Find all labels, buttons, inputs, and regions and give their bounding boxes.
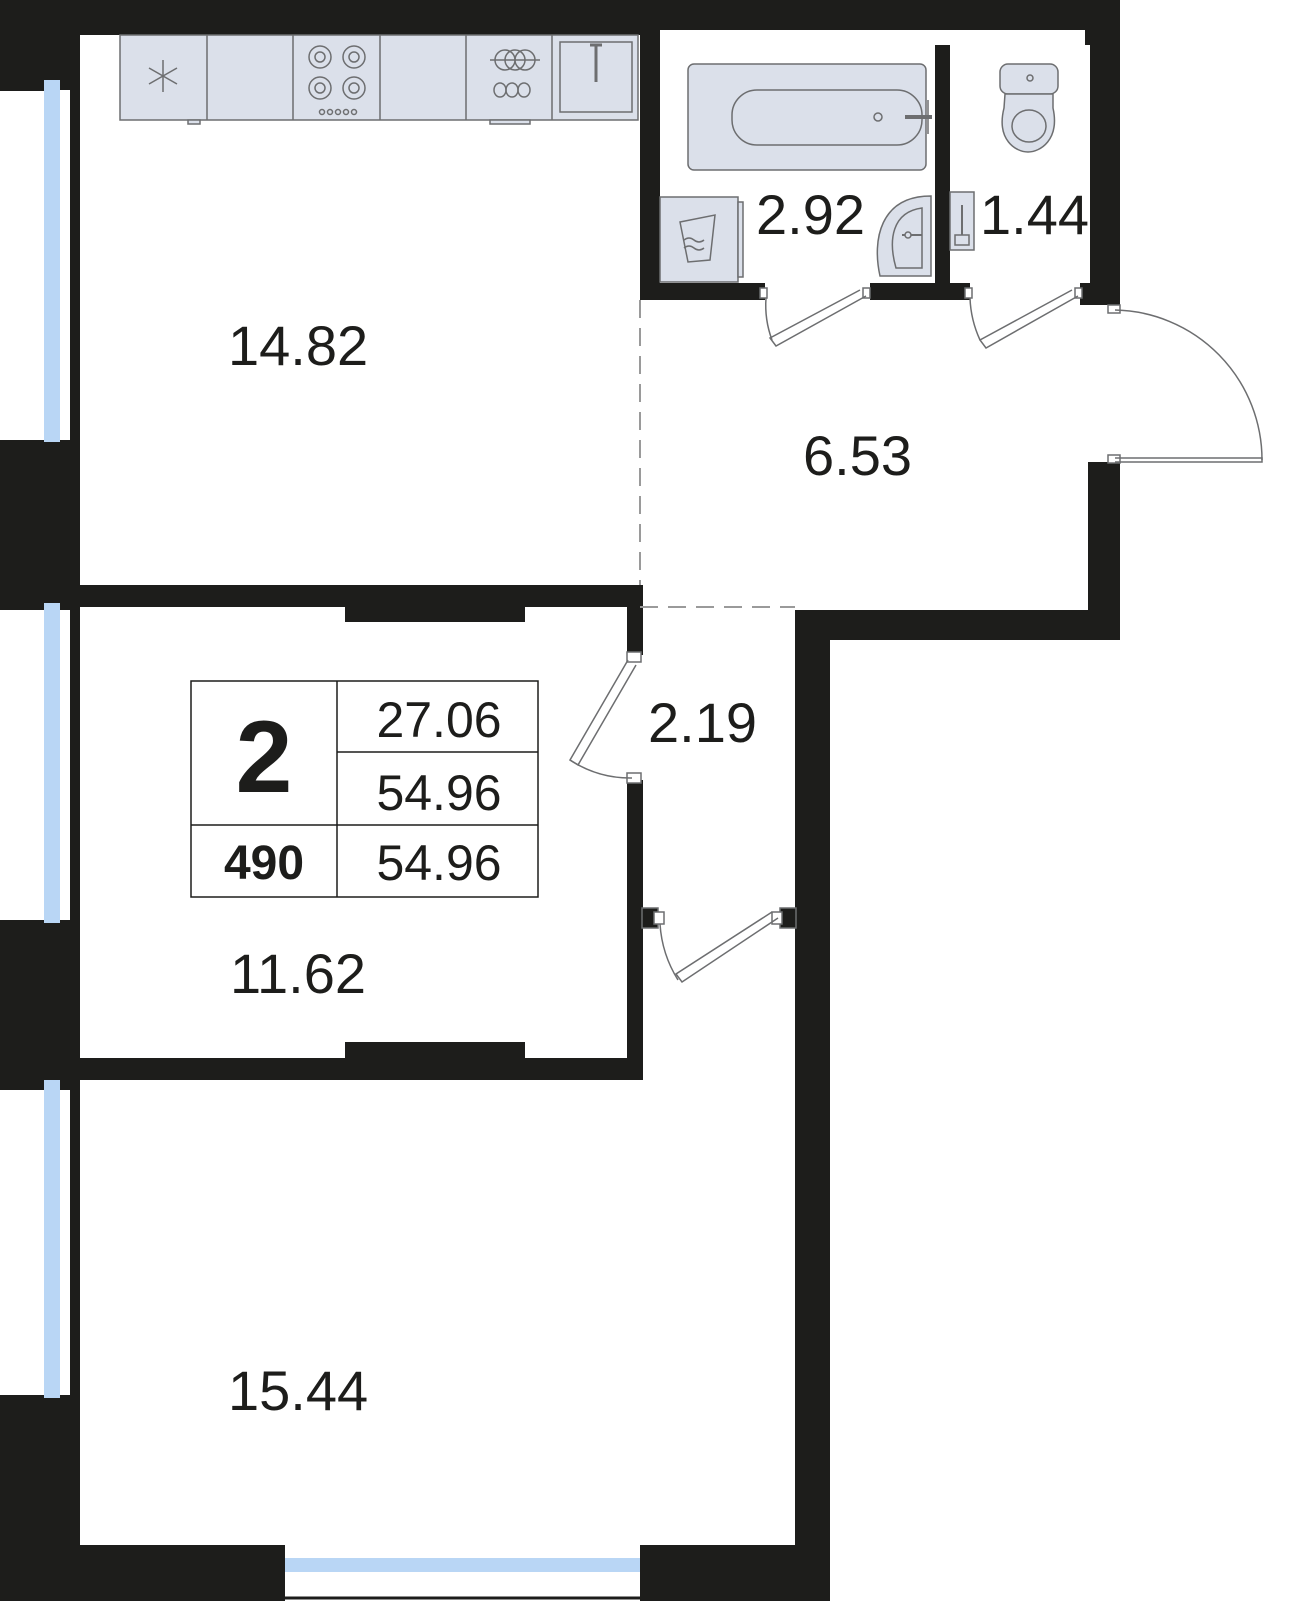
bedroom-area-label: 11.62 [230,942,366,1005]
windows [0,80,640,1601]
room-count: 2 [236,700,293,814]
card-value-3: 54.96 [376,835,501,891]
washing-machine-icon [659,196,744,283]
toilet-area-label: 1.44 [980,183,1089,246]
card-value-1: 27.06 [376,692,501,748]
room-labels: 14.82 2.92 1.44 6.53 2.19 11.62 15.44 [228,183,1089,1422]
doors [568,287,1263,984]
apartment-info-card: 2 490 27.06 54.96 54.96 [190,680,539,898]
kitchen-counter [119,34,639,125]
dishwasher-icon [490,49,540,98]
snowflake-icon [148,60,178,92]
hygienic-shower-icon [949,191,975,251]
apartment-number: 490 [224,837,304,890]
stove-burners-icon [308,45,366,116]
sink-icon [559,41,633,113]
card-value-2: 54.96 [376,765,501,821]
kitchen-area-label: 14.82 [228,314,368,377]
bathtub-icon [687,63,932,171]
washbasin-icon [876,195,932,277]
hall-area-label: 6.53 [803,424,912,487]
toilet-icon [999,63,1059,153]
zone-dividers [639,300,795,608]
bathroom-area-label: 2.92 [756,183,865,246]
corridor-area-label: 2.19 [648,691,757,754]
living-room-area-label: 15.44 [228,1359,368,1422]
